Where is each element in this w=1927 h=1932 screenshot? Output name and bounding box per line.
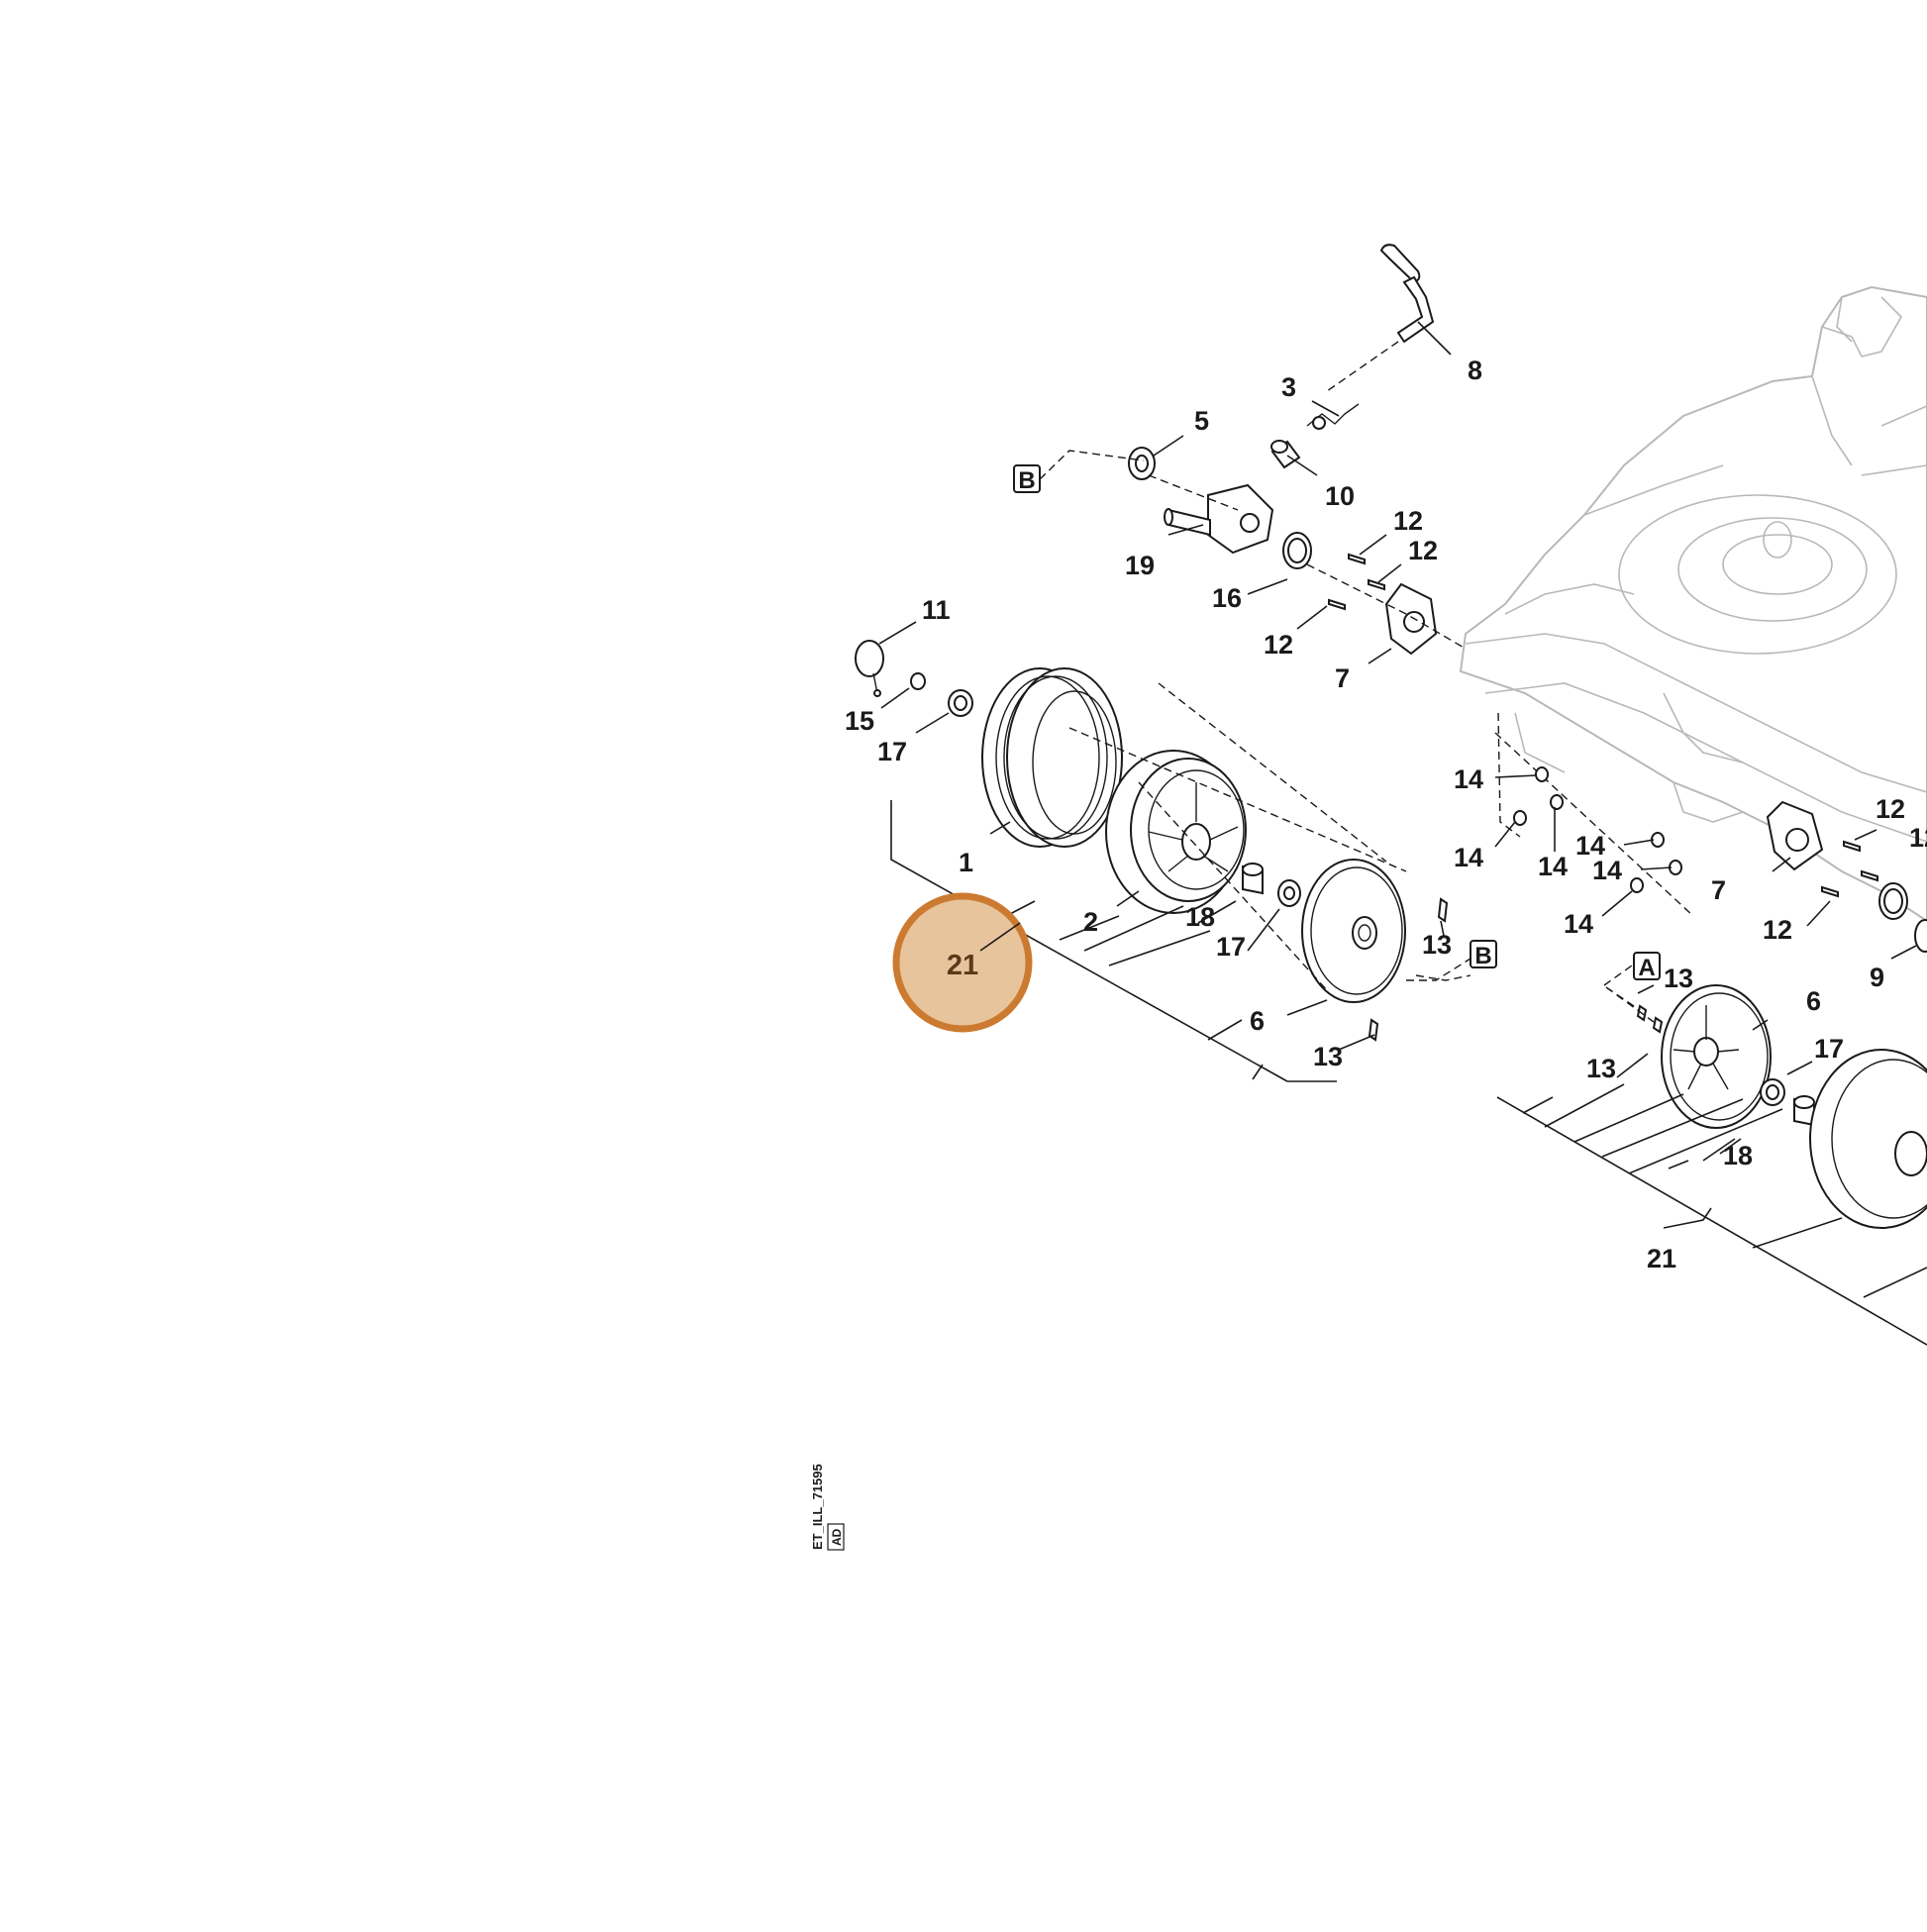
bushing-18-right xyxy=(1793,1095,1815,1127)
callout-18: 18 xyxy=(1185,902,1215,932)
axle-bracket xyxy=(1164,483,1274,555)
callout-14: 14 xyxy=(1454,843,1483,872)
svg-text:ET_ILL_71595: ET_ILL_71595 xyxy=(810,1464,825,1550)
callout-12: 12 xyxy=(1763,915,1792,945)
callout-3: 3 xyxy=(1281,372,1296,402)
callout-labels: 8 3 5 10 19 12 12 16 12 7 11 15 17 1 2 1… xyxy=(845,356,1927,1273)
callout-17: 17 xyxy=(1814,1034,1844,1064)
sleeve xyxy=(1270,440,1301,469)
bearing-plate-7-right xyxy=(1766,800,1824,871)
callout-19: 19 xyxy=(1125,551,1155,580)
bearing-17-mid xyxy=(1277,879,1301,907)
callout-1: 1 xyxy=(959,848,973,877)
callout-21: 21 xyxy=(1647,1244,1676,1273)
callout-10: 10 xyxy=(1325,481,1355,511)
hub-cover-6-right xyxy=(1661,984,1772,1129)
callout-12: 12 xyxy=(1408,536,1438,565)
small-washer-15 xyxy=(910,672,926,690)
callout-17: 17 xyxy=(877,737,907,766)
callout-7: 7 xyxy=(1335,663,1350,693)
callout-5: 5 xyxy=(1194,406,1209,436)
callout-2: 2 xyxy=(1083,907,1098,937)
callout-14: 14 xyxy=(1564,909,1593,939)
callout-12: 12 xyxy=(1264,630,1293,660)
washer-top xyxy=(1128,447,1156,480)
callout-12: 12 xyxy=(1876,794,1905,824)
bearing-17-top xyxy=(948,689,973,717)
highlight-marker-21[interactable]: 21 xyxy=(892,892,1033,1033)
tyre xyxy=(981,667,1123,848)
svg-text:A: A xyxy=(1638,955,1655,981)
screws-12-right xyxy=(1821,840,1878,898)
adjust-lever xyxy=(1326,244,1435,392)
o-ring-top xyxy=(1282,532,1312,569)
hub-cap-clip xyxy=(855,640,884,697)
bushing-18 xyxy=(1242,863,1264,895)
ref-box-b-mid: B xyxy=(1406,940,1497,981)
callout-13: 13 xyxy=(1586,1054,1616,1083)
callout-11: 11 xyxy=(922,595,951,625)
callout-16: 16 xyxy=(1212,583,1242,613)
bearing-17-right xyxy=(1760,1078,1785,1106)
illustration-code: ET_ILL_71595 AD xyxy=(810,1464,845,1551)
callout-9: 9 xyxy=(1870,963,1884,992)
svg-text:AD: AD xyxy=(830,1528,844,1546)
leader-lines xyxy=(878,321,1927,1346)
callout-14: 14 xyxy=(1454,764,1483,794)
callout-13: 13 xyxy=(1313,1042,1343,1071)
callout-8: 8 xyxy=(1468,356,1482,385)
callout-18: 18 xyxy=(1723,1141,1753,1170)
callout-12: 12 xyxy=(1909,823,1927,853)
callout-14: 14 xyxy=(1575,831,1605,861)
callout-12: 12 xyxy=(1393,506,1423,536)
callout-14: 14 xyxy=(1592,856,1622,885)
highlight-label: 21 xyxy=(947,950,978,981)
spring-clip xyxy=(1306,403,1360,430)
callout-14: 14 xyxy=(1538,852,1568,881)
o-ring-right xyxy=(1878,882,1908,920)
nuts-14 xyxy=(1513,766,1682,893)
wheel-rim xyxy=(1105,750,1247,914)
ref-box-b-top: B xyxy=(1013,450,1145,494)
screws-13-left xyxy=(1368,897,1449,1042)
callout-7: 7 xyxy=(1711,875,1726,905)
svg-text:B: B xyxy=(1474,943,1491,969)
callout-17: 17 xyxy=(1216,932,1246,962)
callout-13: 13 xyxy=(1664,964,1693,993)
highlight-circle[interactable] xyxy=(892,892,1033,1033)
bearing-plate-top xyxy=(1148,474,1467,656)
callout-6: 6 xyxy=(1250,1006,1265,1036)
callout-6: 6 xyxy=(1806,986,1821,1016)
mower-deck xyxy=(1459,285,1927,923)
svg-text:B: B xyxy=(1018,467,1035,494)
hub-cover-6 xyxy=(1301,859,1406,1003)
screws-top xyxy=(1328,553,1385,611)
wheel-rim-right xyxy=(1809,1049,1927,1229)
callout-15: 15 xyxy=(845,706,874,736)
callout-13: 13 xyxy=(1422,930,1452,960)
part-9 xyxy=(1914,919,1927,953)
ref-box-a: A xyxy=(1633,952,1661,981)
